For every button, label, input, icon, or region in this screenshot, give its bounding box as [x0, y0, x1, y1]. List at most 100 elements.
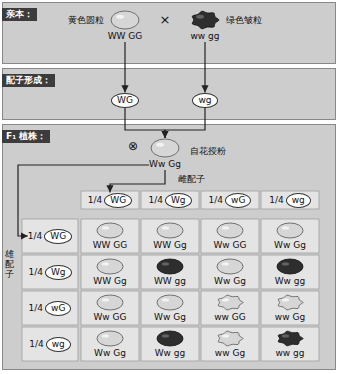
arrow-connector — [124, 42, 125, 93]
gamete-node: WG — [111, 93, 139, 108]
tile — [141, 255, 199, 289]
pea-seed-node: Ww Gg — [274, 222, 306, 251]
arrow-connector — [18, 165, 149, 236]
tile — [141, 327, 199, 361]
fraction-label: 1/4 — [28, 231, 42, 242]
pea-seed — [216, 330, 244, 347]
tile — [22, 327, 78, 361]
pea-seed — [216, 258, 244, 275]
gamete-node: wg — [192, 93, 217, 108]
pea-seed-node: WW Gg — [153, 222, 186, 251]
pea-seed-node: Ww GG — [213, 222, 246, 251]
seed-highlight — [222, 334, 229, 337]
fraction-label: 1/4 — [29, 303, 43, 314]
seed-highlight — [222, 262, 229, 265]
seed-highlight — [162, 262, 169, 265]
pea-seed — [156, 258, 184, 275]
pea-seed-node: Ww gg — [275, 258, 306, 287]
annotation-label: 自花授粉 — [190, 146, 226, 157]
tile — [81, 327, 139, 361]
fraction-label: 1/4 — [28, 267, 42, 278]
gamete-label: wg — [46, 337, 71, 352]
arrow-connector — [165, 108, 205, 139]
pea-seed-node: WW GG — [108, 10, 143, 42]
gamete-node: 1/4wG — [209, 193, 252, 208]
pea-seed-node: ww GG — [214, 294, 246, 323]
seed-body — [217, 259, 243, 274]
gamete-label: WG — [111, 93, 139, 108]
annotation-label: ⊗ — [128, 139, 138, 153]
genotype-label: ww Gg — [275, 312, 305, 323]
genotype-label: ww Gg — [215, 348, 245, 359]
seed-body — [277, 223, 303, 238]
pea-seed-node: ww Gg — [215, 330, 245, 359]
pea-seed — [216, 294, 244, 311]
pea-seed-node: Ww Gg — [154, 294, 186, 323]
tile — [81, 255, 139, 289]
genotype-label: Ww Gg — [94, 348, 126, 359]
seed-body — [277, 259, 303, 274]
gamete-node: 1/4Wg — [148, 193, 191, 208]
genotype-label: Ww Gg — [154, 312, 186, 323]
seed-body — [278, 331, 303, 346]
pea-seed-node: Ww Gg — [214, 258, 246, 287]
gamete-node: 1/4Wg — [28, 265, 71, 280]
gamete-label: WG — [104, 193, 132, 208]
stage-heading: 亲本： — [2, 8, 37, 21]
annotation-label: 雌配子 — [178, 174, 205, 185]
tile — [22, 219, 78, 253]
genotype-label: ww gg — [190, 31, 219, 42]
stage-heading: 配子形成： — [2, 74, 55, 87]
gamete-label: WG — [44, 229, 72, 244]
genotype-label: Ww gg — [155, 348, 186, 359]
gamete-node: 1/4WG — [88, 193, 132, 208]
stage-band: F₁ 植株：Ww Gg1/4WG1/4Wg1/4wG1/4wg1/4WGWW G… — [2, 124, 336, 370]
seed-highlight — [156, 143, 164, 147]
seed-body — [97, 223, 123, 238]
tile — [81, 219, 139, 253]
pea-seed — [276, 258, 304, 275]
pea-seed — [216, 222, 244, 239]
tile — [22, 291, 78, 325]
tile — [141, 291, 199, 325]
genotype-label: WW Gg — [153, 240, 186, 251]
seed-body — [157, 331, 183, 346]
stage-heading: F₁ 植株： — [2, 130, 50, 143]
gamete-label: wg — [192, 93, 217, 108]
band-panel — [3, 69, 336, 120]
seed-highlight — [116, 15, 124, 19]
seed-body — [218, 331, 243, 346]
arrow-connector — [110, 170, 165, 193]
tile — [261, 327, 319, 361]
pea-seed — [156, 330, 184, 347]
genotype-label: Ww GG — [93, 312, 126, 323]
gamete-node: 1/4wG — [29, 301, 72, 316]
seed-body — [97, 331, 123, 346]
tile — [22, 255, 78, 289]
gamete-node: 1/4wg — [269, 193, 311, 208]
pea-seed-node: WW gg — [154, 258, 186, 287]
pea-seed — [156, 294, 184, 311]
seed-body — [157, 295, 183, 310]
arrow-connector — [125, 108, 165, 139]
fraction-label: 1/4 — [148, 195, 162, 206]
pea-seed-node: WW GG — [93, 222, 128, 251]
seed-highlight — [282, 226, 289, 229]
pea-seed-node: Ww GG — [93, 294, 126, 323]
seed-body — [278, 295, 303, 310]
annotation-label: 雄配子 — [5, 250, 14, 280]
tile — [201, 327, 259, 361]
seed-body — [97, 259, 123, 274]
fraction-label: 1/4 — [209, 195, 223, 206]
gamete-label: wG — [225, 193, 251, 208]
seed-highlight — [222, 226, 229, 229]
genotype-label: WW GG — [108, 31, 143, 42]
stage-band: 亲本： WW GG ww gg — [2, 2, 336, 64]
genotype-label: ww GG — [214, 312, 246, 323]
gamete-label: wG — [45, 301, 71, 316]
tile — [81, 191, 139, 209]
annotation-label: × — [160, 12, 171, 27]
pea-seed-node: Ww gg — [155, 330, 186, 359]
tile — [141, 219, 199, 253]
